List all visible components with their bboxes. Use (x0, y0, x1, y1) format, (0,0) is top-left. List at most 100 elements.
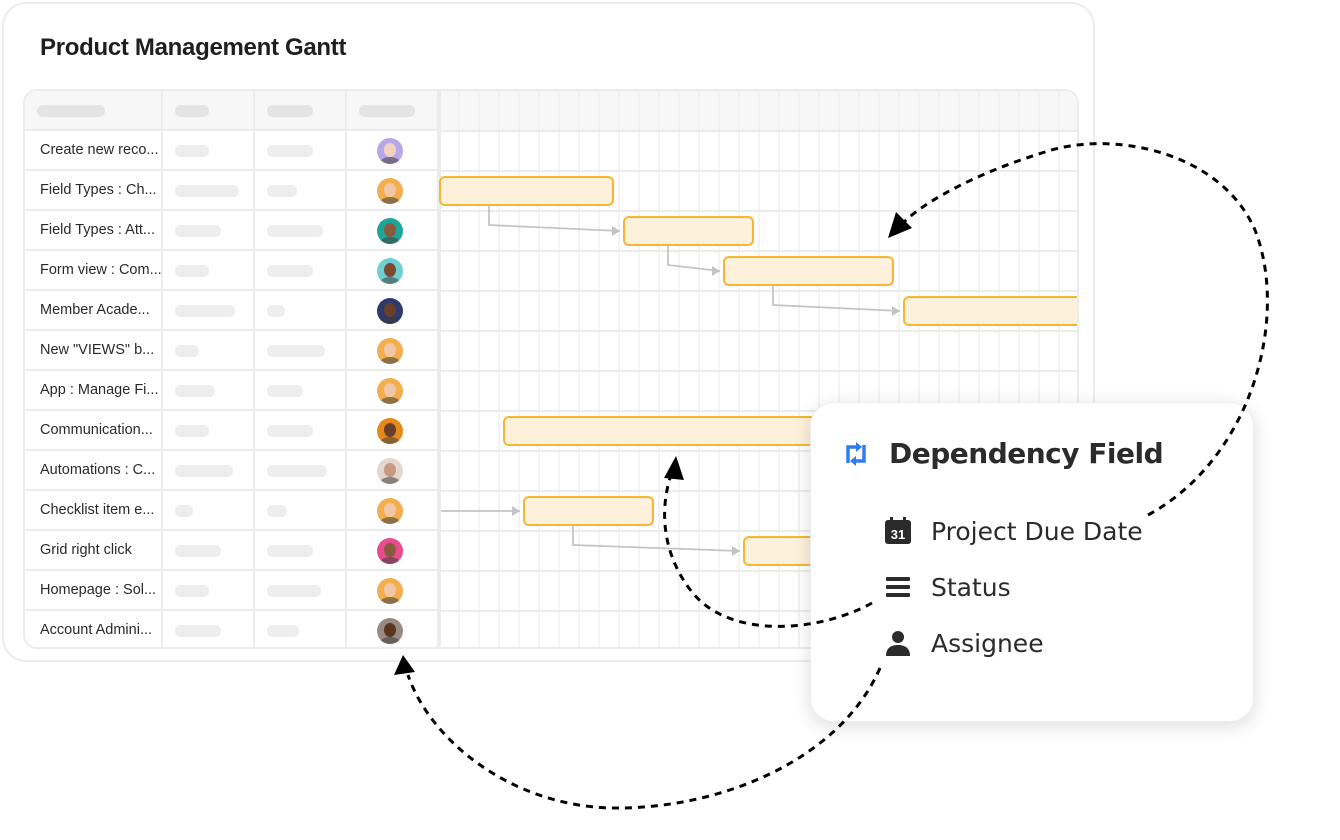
dependency-field-popup: Dependency Field 31 Project Due Date Sta… (810, 402, 1254, 722)
table-row[interactable]: Grid right click (25, 531, 439, 571)
table-cell (347, 131, 439, 171)
dependency-arrow-head (612, 226, 620, 236)
task-name: Member Acade... (40, 302, 150, 318)
table-row[interactable]: Field Types : Ch... (25, 171, 439, 211)
table-cell: Field Types : Att... (25, 211, 163, 251)
table-cell (255, 291, 347, 331)
field-project-due-date[interactable]: 31 Project Due Date (883, 515, 1143, 547)
table-row[interactable]: New "VIEWS" b... (25, 331, 439, 371)
task-name: Homepage : Sol... (40, 582, 157, 598)
table-row[interactable]: Communication... (25, 411, 439, 451)
header-cell[interactable] (347, 91, 439, 131)
table-cell (255, 451, 347, 491)
table-row[interactable]: Homepage : Sol... (25, 571, 439, 611)
avatar[interactable] (377, 498, 403, 524)
avatar[interactable] (377, 298, 403, 324)
placeholder-value (175, 145, 209, 157)
avatar[interactable] (377, 178, 403, 204)
field-assignee[interactable]: Assignee (883, 627, 1044, 659)
placeholder-value (267, 145, 313, 157)
table-cell: Checklist item e... (25, 491, 163, 531)
placeholder-value (175, 545, 221, 557)
dependency-arrow-head (512, 506, 520, 516)
dependency-arrow (772, 285, 901, 312)
table-row[interactable]: Checklist item e... (25, 491, 439, 531)
table-cell: New "VIEWS" b... (25, 331, 163, 371)
table-row[interactable]: Field Types : Att... (25, 211, 439, 251)
field-label: Assignee (931, 628, 1044, 658)
avatar[interactable] (377, 418, 403, 444)
header-placeholder (359, 105, 415, 117)
task-name: Create new reco... (40, 142, 159, 158)
table-cell (255, 491, 347, 531)
placeholder-value (267, 425, 313, 437)
table-row[interactable]: Automations : C... (25, 451, 439, 491)
avatar[interactable] (377, 338, 403, 364)
placeholder-value (267, 345, 325, 357)
table-cell: Account Admini... (25, 611, 163, 647)
table-cell (255, 131, 347, 171)
gantt-bar[interactable] (903, 296, 1079, 326)
placeholder-value (267, 305, 285, 317)
gantt-bar[interactable] (523, 496, 654, 526)
avatar[interactable] (377, 538, 403, 564)
table-cell (347, 171, 439, 211)
avatar[interactable] (377, 458, 403, 484)
placeholder-value (267, 585, 321, 597)
table-cell (255, 571, 347, 611)
table-cell: Form view : Com... (25, 251, 163, 291)
task-name: Account Admini... (40, 622, 153, 638)
avatar[interactable] (377, 138, 403, 164)
calendar-icon: 31 (883, 516, 913, 546)
gantt-bar[interactable] (723, 256, 894, 286)
placeholder-value (175, 305, 235, 317)
table-row[interactable]: Create new reco... (25, 131, 439, 171)
table-cell (163, 171, 255, 211)
table-cell: Communication... (25, 411, 163, 451)
list-icon (883, 572, 913, 602)
table-cell: Create new reco... (25, 131, 163, 171)
page-title: Product Management Gantt (40, 34, 347, 61)
placeholder-value (267, 505, 287, 517)
table-cell (347, 251, 439, 291)
task-name: New "VIEWS" b... (40, 342, 155, 358)
person-icon (883, 628, 913, 658)
table-row[interactable]: Account Admini... (25, 611, 439, 647)
avatar[interactable] (377, 578, 403, 604)
placeholder-value (175, 465, 233, 477)
placeholder-value (267, 625, 299, 637)
placeholder-value (267, 385, 303, 397)
table-cell (255, 611, 347, 647)
avatar[interactable] (377, 218, 403, 244)
table-cell (163, 451, 255, 491)
table-row[interactable]: Member Acade... (25, 291, 439, 331)
task-name: Automations : C... (40, 462, 156, 478)
dependency-icon (845, 441, 867, 472)
table-cell (163, 491, 255, 531)
gantt-bar[interactable] (439, 176, 614, 206)
placeholder-value (175, 385, 215, 397)
field-label: Status (931, 572, 1011, 602)
placeholder-value (267, 545, 313, 557)
task-name: Communication... (40, 422, 153, 438)
header-cell[interactable] (25, 91, 163, 131)
field-status[interactable]: Status (883, 571, 1011, 603)
table-cell (163, 371, 255, 411)
avatar[interactable] (377, 378, 403, 404)
table-cell (347, 451, 439, 491)
header-cell[interactable] (163, 91, 255, 131)
avatar[interactable] (377, 258, 403, 284)
table-cell (347, 211, 439, 251)
table-cell (347, 411, 439, 451)
table-cell (163, 611, 255, 647)
header-cell[interactable] (255, 91, 347, 131)
table-cell: Automations : C... (25, 451, 163, 491)
gantt-bar[interactable] (503, 416, 831, 446)
table-cell (255, 171, 347, 211)
avatar[interactable] (377, 618, 403, 644)
table-row[interactable]: Form view : Com... (25, 251, 439, 291)
table-row[interactable]: App : Manage Fi... (25, 371, 439, 411)
table-cell (163, 131, 255, 171)
gantt-bar[interactable] (623, 216, 754, 246)
task-name: Checklist item e... (40, 502, 155, 518)
